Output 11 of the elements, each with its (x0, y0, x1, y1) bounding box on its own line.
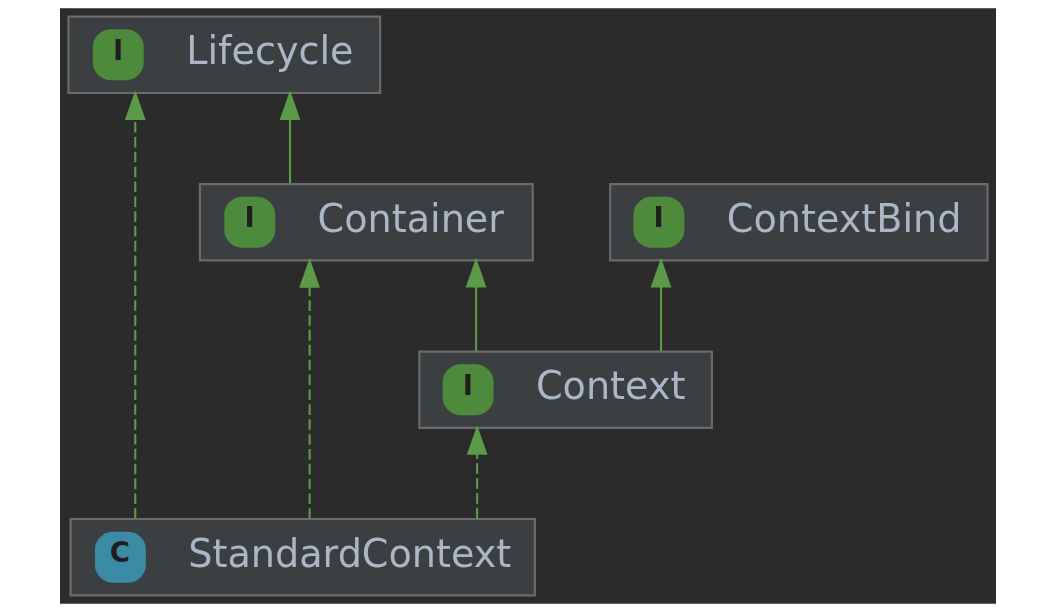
node-box: I Lifecycle (67, 15, 382, 94)
arrow (465, 257, 487, 351)
arrow (279, 90, 301, 184)
node-box: I Container (198, 183, 534, 262)
arrow (466, 425, 488, 519)
arrow (650, 257, 672, 351)
node-box: C StandardContext (69, 518, 536, 597)
arrow (124, 90, 146, 519)
arrow (299, 258, 321, 519)
node-box: I ContextBind (609, 183, 989, 262)
node-box: I Context (418, 350, 713, 429)
